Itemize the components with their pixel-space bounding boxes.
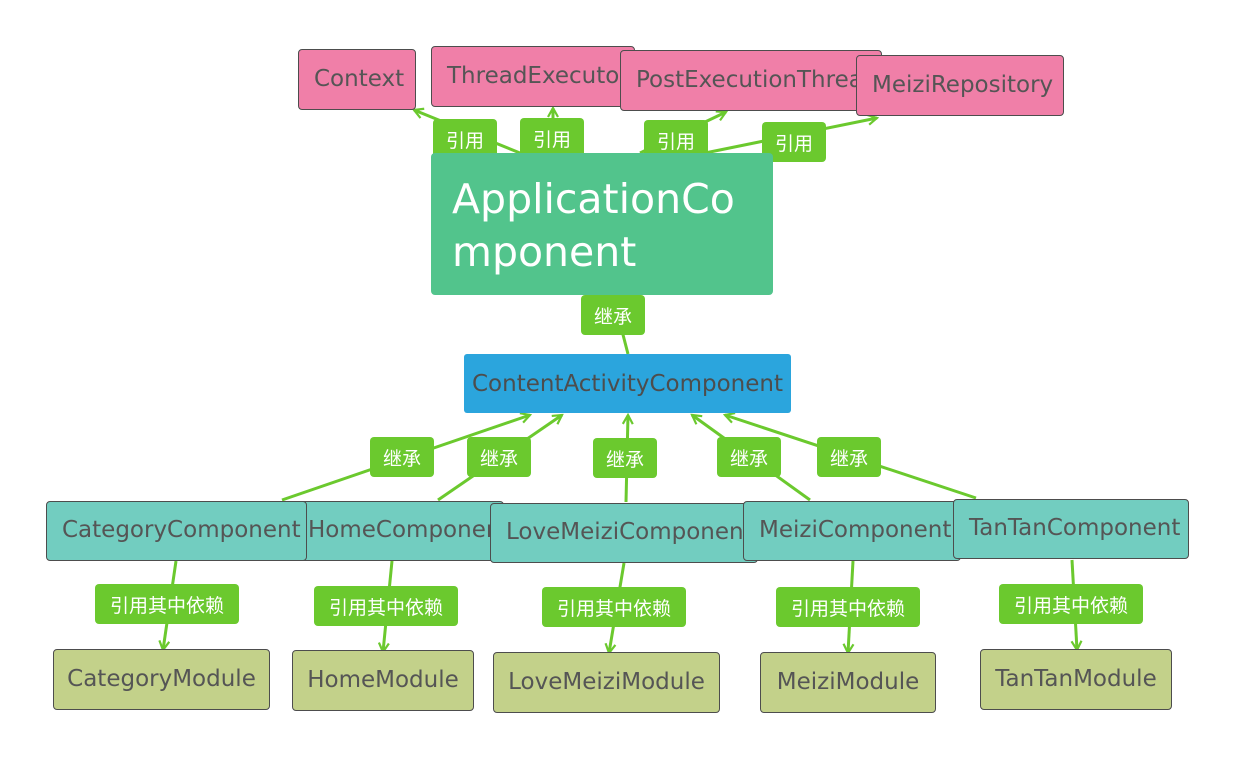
edge-label-references-deps-love-meizi: 引用其中依赖 <box>542 587 686 627</box>
node-tantan-module[interactable]: TanTanModule <box>980 649 1172 710</box>
node-meizi-repository[interactable]: MeiziRepository <box>856 55 1064 116</box>
node-home-module[interactable]: HomeModule <box>292 650 474 711</box>
node-context[interactable]: Context <box>298 49 416 110</box>
node-love-meizi-component[interactable]: LoveMeiziComponent <box>490 503 758 563</box>
edge-label-references-deps-category: 引用其中依赖 <box>95 584 239 624</box>
edge-label-references-deps-meizi: 引用其中依赖 <box>776 587 920 627</box>
node-tantan-component[interactable]: TanTanComponent <box>953 499 1189 559</box>
node-content-activity-component[interactable]: ContentActivityComponent <box>464 354 791 413</box>
node-application-component[interactable]: ApplicationComponent <box>431 153 773 295</box>
node-meizi-module[interactable]: MeiziModule <box>760 652 936 713</box>
node-category-module[interactable]: CategoryModule <box>53 649 270 710</box>
edge-label-inherits-meizi: 继承 <box>717 437 781 477</box>
node-post-execution-thread[interactable]: PostExecutionThread <box>620 50 882 111</box>
node-meizi-component[interactable]: MeiziComponent <box>743 501 961 561</box>
edge-label-references-context: 引用 <box>433 119 497 159</box>
edge-label-references-deps-tantan: 引用其中依赖 <box>999 584 1143 624</box>
node-love-meizi-module[interactable]: LoveMeiziModule <box>493 652 720 713</box>
edge-label-references-thread-executor: 引用 <box>520 118 584 158</box>
node-home-component[interactable]: HomeComponent <box>292 501 504 561</box>
node-thread-executor[interactable]: ThreadExecutor <box>431 46 635 107</box>
edge-label-inherits-home: 继承 <box>467 437 531 477</box>
edge-label-inherits-content: 继承 <box>581 295 645 335</box>
node-category-component[interactable]: CategoryComponent <box>46 501 307 561</box>
edge-label-inherits-tantan: 继承 <box>817 437 881 477</box>
edge-label-inherits-category: 继承 <box>370 437 434 477</box>
edge-label-inherits-love-meizi: 继承 <box>593 438 657 478</box>
edge-label-references-deps-home: 引用其中依赖 <box>314 586 458 626</box>
